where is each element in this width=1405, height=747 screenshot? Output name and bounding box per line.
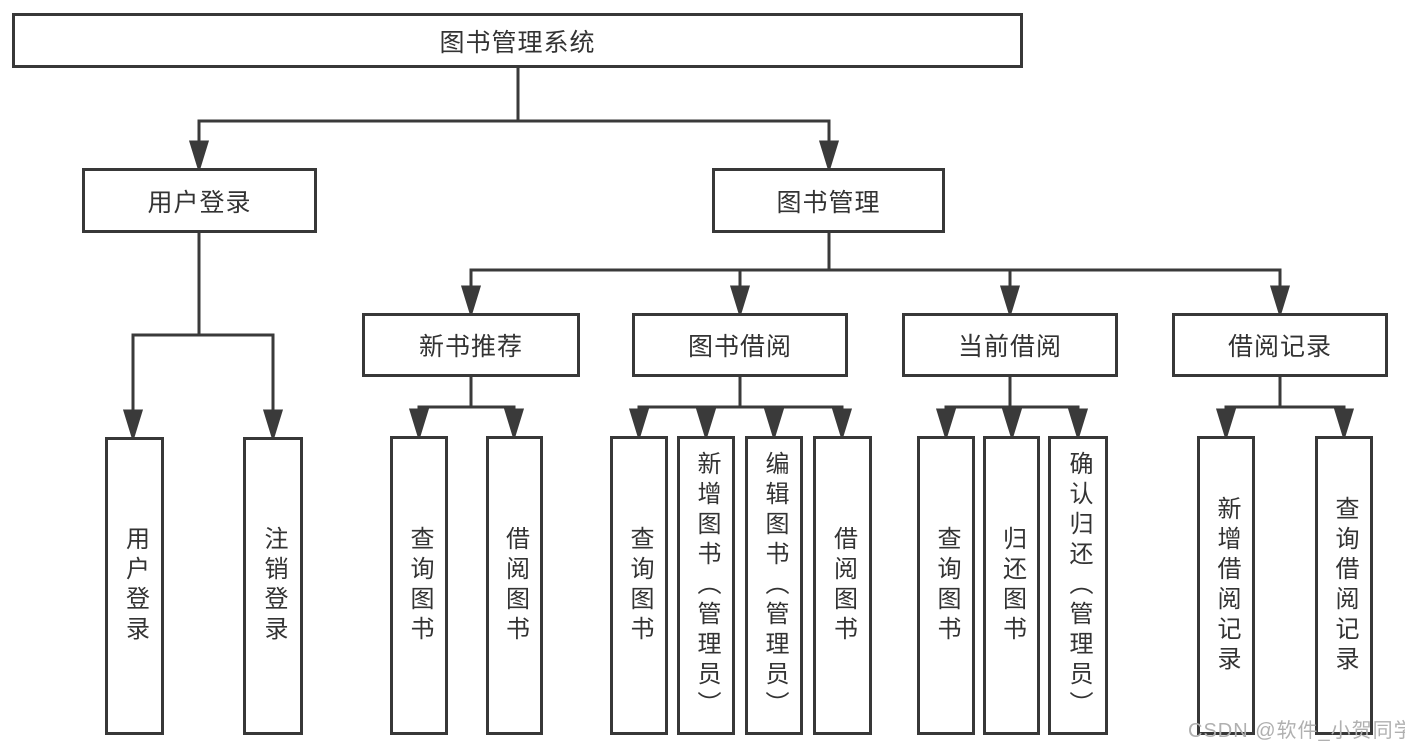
node-book-management-label: 图书管理 bbox=[776, 188, 881, 217]
node-current-borrow-label: 当前借阅 bbox=[957, 333, 1062, 361]
leaf-borrow-edit-books-admin: 编辑图书（管理员） bbox=[745, 436, 803, 735]
leaf-borrow-query-books: 查询图书 bbox=[610, 436, 668, 735]
leaf-current-query-books: 查询图书 bbox=[917, 436, 975, 735]
leaf-borrow-query-books-label: 查询图书 bbox=[626, 525, 653, 646]
leaf-borrow-borrow-books-label: 借阅图书 bbox=[829, 525, 857, 646]
leaf-borrow-add-books-admin: 新增图书（管理员） bbox=[677, 436, 735, 735]
root-node: 图书管理系统 bbox=[12, 13, 1023, 68]
leaf-records-add-record-label: 新增借阅记录 bbox=[1213, 495, 1240, 676]
node-new-book-recommend: 新书推荐 bbox=[362, 313, 580, 377]
node-user-login: 用户登录 bbox=[82, 168, 317, 233]
edge-user-login-to-leaves bbox=[122, 231, 284, 443]
watermark: CSDN @软件_小贺同学 bbox=[1188, 720, 1405, 742]
edge-root-to-level2 bbox=[188, 66, 840, 174]
node-borrow-records: 借阅记录 bbox=[1172, 313, 1388, 377]
leaf-borrow-edit-books-admin-label: 编辑图书（管理员） bbox=[761, 450, 788, 721]
leaf-records-query-record-label: 查询借阅记录 bbox=[1331, 495, 1358, 676]
leaf-newbook-query-books-label: 查询图书 bbox=[406, 525, 433, 646]
edge-new-book-to-leaves bbox=[408, 375, 525, 442]
leaf-user-login: 用户登录 bbox=[105, 437, 164, 735]
node-new-book-recommend-label: 新书推荐 bbox=[418, 333, 523, 361]
leaf-borrow-borrow-books: 借阅图书 bbox=[813, 436, 872, 735]
node-book-borrow: 图书借阅 bbox=[632, 313, 848, 377]
leaf-current-return-books: 归还图书 bbox=[983, 436, 1040, 735]
leaf-current-confirm-return-admin-label: 确认归还（管理员） bbox=[1065, 450, 1092, 721]
leaf-records-add-record: 新增借阅记录 bbox=[1197, 436, 1255, 735]
node-borrow-records-label: 借阅记录 bbox=[1227, 333, 1332, 361]
leaf-current-query-books-label: 查询图书 bbox=[933, 525, 960, 646]
node-book-management: 图书管理 bbox=[712, 168, 945, 233]
leaf-logout-label: 注销登录 bbox=[260, 526, 287, 646]
node-current-borrow: 当前借阅 bbox=[902, 313, 1118, 377]
edge-book-management-to-level3 bbox=[460, 231, 1291, 319]
leaf-logout: 注销登录 bbox=[243, 437, 303, 735]
leaf-newbook-borrow-books-label: 借阅图书 bbox=[501, 525, 529, 646]
edge-borrow-records-to-leaves bbox=[1215, 375, 1355, 442]
leaf-newbook-query-books: 查询图书 bbox=[390, 436, 448, 735]
leaf-records-query-record: 查询借阅记录 bbox=[1315, 436, 1373, 735]
leaf-current-confirm-return-admin: 确认归还（管理员） bbox=[1048, 436, 1108, 735]
node-user-login-label: 用户登录 bbox=[147, 188, 252, 217]
edge-book-borrow-to-leaves bbox=[628, 375, 853, 442]
leaf-newbook-borrow-books: 借阅图书 bbox=[486, 436, 543, 735]
edge-current-borrow-to-leaves bbox=[935, 375, 1089, 442]
leaf-current-return-books-label: 归还图书 bbox=[998, 525, 1026, 646]
root-node-label: 图书管理系统 bbox=[439, 28, 596, 57]
leaf-user-login-label: 用户登录 bbox=[121, 526, 149, 646]
leaf-borrow-add-books-admin-label: 新增图书（管理员） bbox=[693, 450, 720, 721]
node-book-borrow-label: 图书借阅 bbox=[687, 333, 792, 361]
